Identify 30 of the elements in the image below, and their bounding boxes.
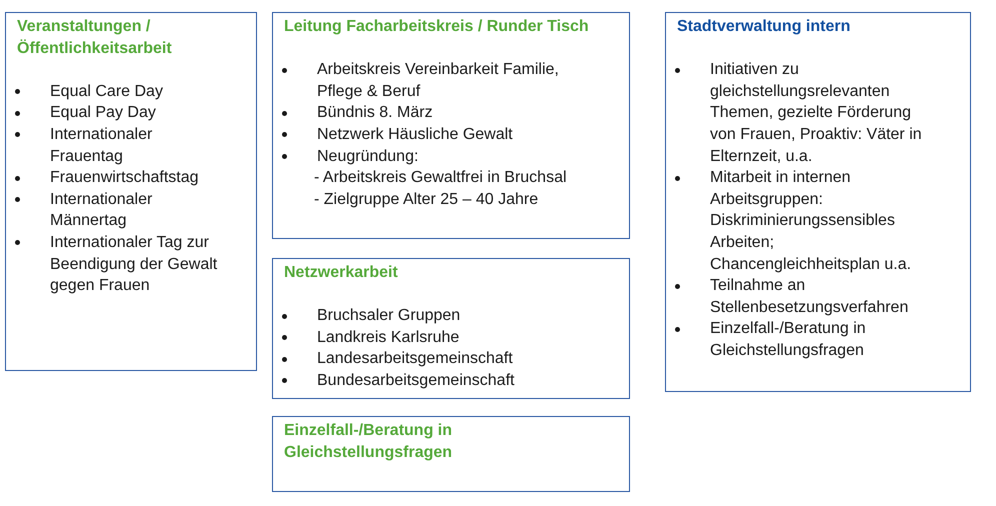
list-item-text: Internationaler Männertag: [50, 190, 154, 232]
list-item-text: Mitarbeit in internen Arbeitsgruppen: Diskriminierungssensibles Arbeiten; Chancengleichheitsplan u.a.: [710, 168, 912, 275]
panel-heading: Veranstaltungen / Öffentlichkeitsarbeit: [17, 17, 173, 59]
list-item-text: Teilnahme an Stellenbesetzungsverfahren: [710, 276, 910, 318]
info-panel: [272, 12, 630, 239]
info-panel: [665, 12, 971, 392]
list-item-text: Einzelfall-/Beratung in Gleichstellungsfragen: [710, 319, 867, 361]
info-panel: [272, 258, 630, 399]
info-panel: [5, 12, 257, 371]
panel-heading: Einzelfall-/Beratung in Gleichstellungsfragen: [284, 421, 454, 463]
list-item-text: Bündnis 8. März: [317, 103, 433, 124]
list-item-text: Landkreis Karlsruhe: [317, 328, 460, 348]
panel-heading: Stadtverwaltung intern: [677, 17, 850, 37]
list-item-text: Bundesarbeitsgemeinschaft: [317, 370, 514, 391]
sub-item-text: - Arbeitskreis Gewaltfrei in Bruchsal: [314, 168, 567, 188]
list-item-text: Netzwerk Häusliche Gewalt: [317, 124, 513, 145]
list-item-text: Internationaler Tag zur Beendigung der Gewalt gegen Frauen: [50, 232, 218, 296]
sub-item-text: - Zielgruppe Alter 25 – 40 Jahre: [314, 190, 538, 210]
list-item-text: Frauenwirtschaftstag: [50, 168, 199, 188]
list-item-text: Bruchsaler Gruppen: [317, 306, 460, 326]
panel-heading: Leitung Facharbeitskreis / Runder Tisch: [284, 17, 589, 37]
list-item-text: Equal Care Day: [50, 82, 163, 102]
list-item-text: Landesarbeitsgemeinschaft: [317, 349, 513, 370]
info-panel: [272, 416, 630, 492]
list-item-text: Internationaler Frauentag: [50, 124, 154, 167]
list-item-text: Neugründung:: [317, 146, 418, 167]
list-item-text: Arbeitskreis Vereinbarkeit Familie, Pflege & Beruf: [317, 60, 560, 102]
list-item-text: Equal Pay Day: [50, 103, 156, 124]
panel-heading: Netzwerkarbeit: [284, 263, 398, 283]
list-item-text: Initiativen zu gleichstellungsrelevanten Themen, gezielte Förderung von Frauen, Proaktiv: Väter in Elternzeit, u.a.: [710, 60, 923, 167]
